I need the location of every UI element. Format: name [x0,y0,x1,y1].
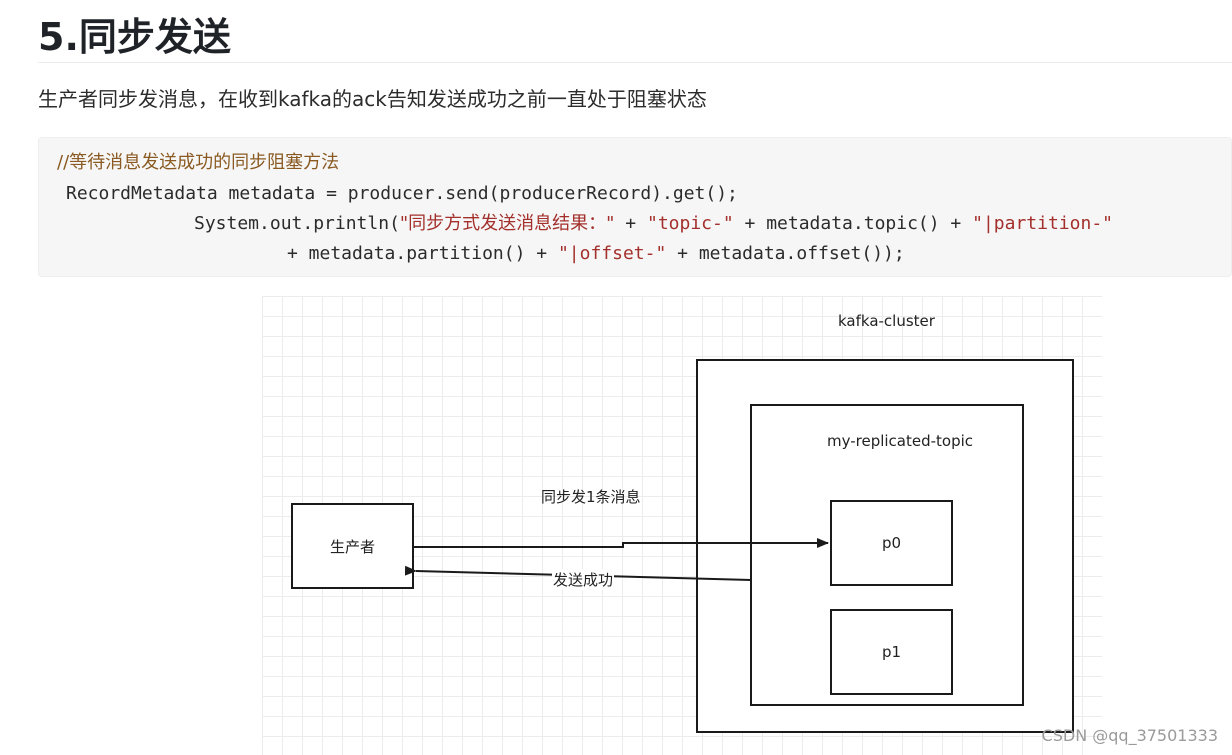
cluster-label: kafka-cluster [838,312,935,330]
code-string-result: "同步方式发送消息结果：" [399,213,615,234]
code-line-3-part-a: + metadata.partition() + [287,243,558,264]
code-line-2: System.out.println("同步方式发送消息结果：" + "topi… [194,211,1113,237]
code-line-2-part-a: System.out.println( [194,213,400,234]
code-string-offset: "|offset-" [557,243,667,264]
code-block[interactable]: //等待消息发送成功的同步阻塞方法 RecordMetadata metadat… [38,137,1232,277]
send-arrow [413,538,829,548]
code-line-3: + metadata.partition() + "|offset-" + me… [287,241,905,267]
topic-label: my-replicated-topic [827,432,974,450]
kafka-sync-send-diagram: kafka-cluster my-replicated-topic 同步发1条消… [262,296,1102,755]
ack-label: 发送成功 [552,569,615,590]
partition-p1-label: p1 [881,643,902,661]
code-comment: //等待消息发送成功的同步阻塞方法 [57,152,340,173]
producer-box [291,503,414,589]
code-line-2-part-c: + metadata.topic() + [733,213,973,234]
diagram-shapes [291,359,1074,733]
producer-label: 生产者 [329,537,375,556]
section-heading: 5.同步发送 [38,15,231,59]
code-line-1: RecordMetadata metadata = producer.send(… [66,183,738,204]
csdn-watermark: CSDN @qq_37501333 [1041,726,1218,745]
partition-p0-label: p0 [881,534,902,552]
description-paragraph: 生产者同步发消息，在收到kafka的ack告知发送成功之前一直处于阻塞状态 [38,87,707,111]
code-string-topic: "topic-" [646,213,734,234]
send-label: 同步发1条消息 [541,488,641,506]
code-line-3-part-b: + metadata.offset()); [666,243,905,264]
partition-p0-box [830,500,953,586]
heading-divider [38,62,1232,63]
partition-p1-box [830,609,953,695]
code-string-partition: "|partition-" [972,213,1113,234]
code-line-2-part-b: + [614,213,647,234]
